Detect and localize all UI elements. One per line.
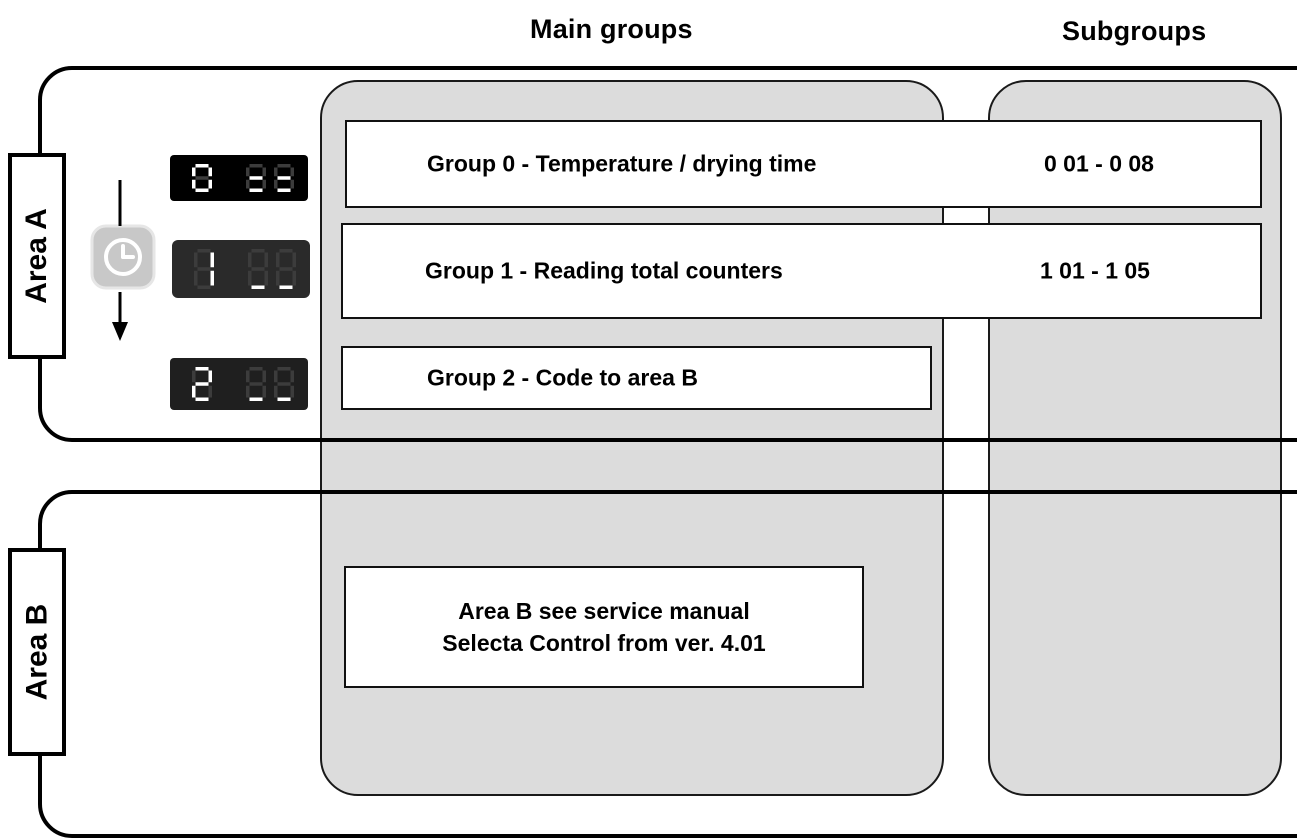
segment-c: [290, 385, 294, 398]
segment-c: [290, 179, 294, 189]
segment-f: [192, 167, 196, 177]
area-b-label: Area B: [20, 603, 53, 701]
segment-f: [274, 370, 278, 383]
area-b-tag: Area B: [8, 548, 66, 756]
segment-b: [262, 167, 266, 177]
segment-d: [251, 285, 265, 289]
segment-f: [248, 252, 252, 268]
seven-segment-display-1: [194, 249, 296, 289]
segment-c: [208, 179, 212, 189]
segment-a: [195, 367, 209, 371]
segment-d: [197, 285, 211, 289]
segment-f: [274, 167, 278, 177]
segment-a: [279, 249, 293, 253]
segment-g: [277, 176, 291, 180]
segment-a: [251, 249, 265, 253]
group-0-subgroup-range: 0 01 - 0 08: [1044, 150, 1154, 177]
segment-g: [195, 382, 209, 386]
segment-g: [197, 267, 211, 271]
group-2-row: Group 2 - Code to area B: [341, 346, 932, 410]
main-groups-header: Main groups: [530, 14, 693, 44]
segment-f: [192, 370, 196, 383]
segment-b: [210, 252, 214, 268]
group-2-label: Group 2 - Code to area B: [427, 364, 698, 391]
segment-e: [246, 179, 250, 189]
arrow-down-icon: [112, 180, 128, 341]
segment-e: [246, 385, 250, 398]
segment-d: [249, 188, 263, 192]
display-group-2: [170, 358, 308, 410]
segment-b: [290, 370, 294, 383]
area-a-label: Area A: [20, 208, 54, 304]
segment-g: [195, 176, 209, 180]
subgroups-header: Subgroups: [1062, 16, 1207, 46]
segment-d: [249, 397, 263, 401]
segment-e: [192, 179, 196, 189]
segment-a: [195, 164, 209, 168]
area-b-note-line2: Selecta Control from ver. 4.01: [442, 630, 766, 656]
segment-e: [274, 179, 278, 189]
segment-c: [210, 270, 214, 286]
segment-e: [274, 385, 278, 398]
segment-d: [277, 188, 291, 192]
display-group-0: [170, 155, 308, 201]
segment-c: [262, 385, 266, 398]
group-0-label: Group 0 - Temperature / drying time: [427, 150, 817, 177]
segment-e: [194, 270, 198, 286]
segment-f: [246, 167, 250, 177]
segment-g: [277, 382, 291, 386]
segment-f: [246, 370, 250, 383]
segment-c: [264, 270, 268, 286]
clock-icon[interactable]: [88, 222, 158, 292]
segment-f: [276, 252, 280, 268]
segment-b: [290, 167, 294, 177]
segment-g: [251, 267, 265, 271]
segment-e: [192, 385, 196, 398]
segment-c: [292, 270, 296, 286]
segment-a: [197, 249, 211, 253]
segment-e: [248, 270, 252, 286]
seven-segment-display-2: [192, 367, 294, 401]
segment-b: [208, 370, 212, 383]
area-a-tag: Area A: [8, 153, 66, 359]
segment-d: [277, 397, 291, 401]
segment-a: [277, 367, 291, 371]
segment-c: [208, 385, 212, 398]
segment-b: [208, 167, 212, 177]
segment-d: [279, 285, 293, 289]
display-group-1: [172, 240, 310, 298]
group-1-row: Group 1 - Reading total counters 1 01 - …: [341, 223, 1262, 319]
segment-e: [276, 270, 280, 286]
segment-b: [292, 252, 296, 268]
group-0-row: Group 0 - Temperature / drying time 0 01…: [345, 120, 1262, 208]
segment-b: [264, 252, 268, 268]
segment-a: [249, 367, 263, 371]
segment-g: [249, 382, 263, 386]
segment-a: [277, 164, 291, 168]
segment-g: [279, 267, 293, 271]
seven-segment-display-0: [192, 164, 294, 192]
group-1-label: Group 1 - Reading total counters: [425, 257, 783, 284]
segment-d: [195, 188, 209, 192]
segment-d: [195, 397, 209, 401]
segment-f: [194, 252, 198, 268]
group-1-subgroup-range: 1 01 - 1 05: [1040, 257, 1150, 284]
segment-a: [249, 164, 263, 168]
area-b-note: Area B see service manual Selecta Contro…: [344, 566, 864, 688]
segment-b: [262, 370, 266, 383]
segment-c: [262, 179, 266, 189]
segment-g: [249, 176, 263, 180]
area-b-note-line1: Area B see service manual: [458, 598, 750, 624]
